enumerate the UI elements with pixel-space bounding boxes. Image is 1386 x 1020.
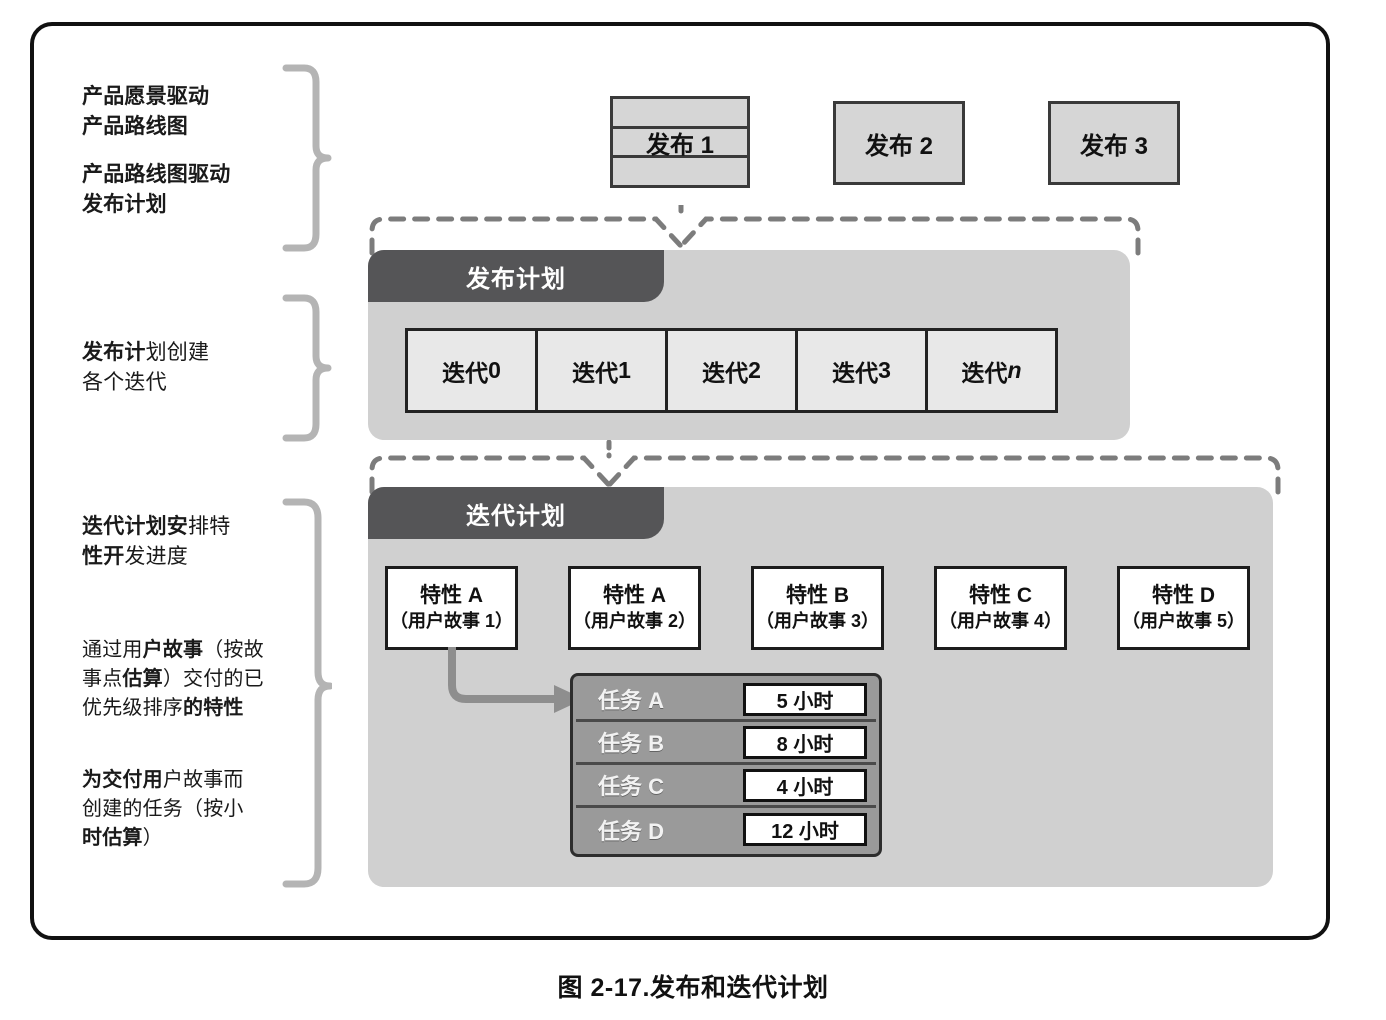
annotation-iteration-rest2: 发进度 <box>124 545 189 568</box>
iteration-cell-n-prefix: 迭代 <box>961 359 1008 386</box>
release-box-2[interactable]: 发布 2 <box>833 101 965 185</box>
annotation-vision-line1: 产品愿景驱动 <box>82 85 210 108</box>
task-row-name: 任务 B <box>598 731 665 756</box>
feature-box-3[interactable]: 特性 B （用户故事 3） <box>751 566 884 650</box>
release-box-1-bottom-segment <box>613 158 747 185</box>
feature-box-1[interactable]: 特性 A （用户故事 1） <box>385 566 518 650</box>
release-box-3[interactable]: 发布 3 <box>1048 101 1180 185</box>
feature-box-1-title: 特性 A <box>420 584 483 607</box>
annotation-user-story-r2b: ）交付的已 <box>162 668 264 690</box>
annotation-user-story-r2a: 事点 <box>82 668 123 690</box>
annotation-iteration-bold1: 迭代计划安 <box>82 515 188 538</box>
annotation-tasks-b1: 为交付用 <box>82 769 163 791</box>
dashed-connector-release-to-release-plan <box>369 205 1141 256</box>
figure-caption: 图 2-17.发布和迭代计划 <box>557 974 829 1002</box>
task-row[interactable]: 任务 A 5 小时 <box>576 679 876 722</box>
iteration-cell-3-value: 3 <box>878 357 891 383</box>
annotation-vision: 产品愿景驱动 产品路线图 <box>82 82 292 142</box>
feature-box-3-story: （用户故事 3） <box>755 611 879 631</box>
annotation-tasks-r3: ） <box>142 827 163 849</box>
annotation-tasks-for-user-stories: 为交付用户故事而 创建的任务（按小 时估算） <box>82 766 294 853</box>
annotation-user-story-b1: 户故事 <box>142 639 204 661</box>
annotation-user-story-b3: 的特性 <box>183 697 244 719</box>
iteration-cell-3[interactable]: 迭代 3 <box>795 328 928 413</box>
task-row[interactable]: 任务 D 12 小时 <box>576 808 876 851</box>
feature-box-5[interactable]: 特性 D （用户故事 5） <box>1117 566 1250 650</box>
task-row-name: 任务 D <box>598 818 665 844</box>
task-row[interactable]: 任务 C 4 小时 <box>576 765 876 808</box>
feature-box-4-title: 特性 C <box>969 584 1032 607</box>
annotation-release-create-rest2: 各个迭代 <box>82 371 167 394</box>
dashed-connector-iteration-to-iteration-plan <box>369 440 1281 495</box>
iteration-cell-3-prefix: 迭代 <box>832 359 879 386</box>
annotation-release-creates-iterations: 发布计划创建 各个迭代 <box>82 338 282 398</box>
brace-top <box>282 64 332 252</box>
annotation-vision-line2: 产品路线图 <box>82 115 188 138</box>
release-box-1-label: 发布 1 <box>613 126 747 159</box>
task-row-hours: 12 小时 <box>743 813 867 846</box>
task-row-hours: 5 小时 <box>743 682 867 716</box>
iteration-cell-1[interactable]: 迭代 1 <box>535 328 668 413</box>
release-box-1[interactable]: 发布 1 <box>610 96 750 188</box>
feature-box-4-story: （用户故事 4） <box>938 611 1062 631</box>
release-box-1-top-segment <box>613 99 747 126</box>
brace-iteration-plan <box>282 498 332 888</box>
feature-box-5-story: （用户故事 5） <box>1121 611 1245 631</box>
annotation-user-story-r1b: （按故 <box>203 639 264 661</box>
annotation-iteration-bold2: 性开 <box>82 545 125 568</box>
annotation-roadmap-line1: 产品路线图驱动 <box>82 163 231 186</box>
annotation-user-story-features: 通过用户故事（按故 事点估算）交付的已 优先级排序的特性 <box>82 636 294 723</box>
release-plan-panel: 发布计划 迭代 0 迭代 1 迭代 2 迭代 3 迭代 n <box>368 250 1130 440</box>
iteration-cell-1-value: 1 <box>618 357 631 383</box>
task-row-name: 任务 A <box>598 688 665 713</box>
annotation-user-story-r3a: 优先级排序 <box>82 697 183 719</box>
annotation-release-create-rest1: 划创建 <box>145 341 210 364</box>
iteration-cell-n[interactable]: 迭代 n <box>925 328 1058 413</box>
release-plan-tab-label: 发布计划 <box>368 250 664 302</box>
iteration-cell-0-prefix: 迭代 <box>442 359 489 386</box>
annotation-tasks-r1: 户故事而 <box>162 769 244 791</box>
task-list: 任务 A 5 小时 任务 B 8 小时 任务 C 4 小时 任务 D 12 小时 <box>570 673 882 857</box>
task-row-hours: 8 小时 <box>743 725 867 759</box>
iteration-cell-2-prefix: 迭代 <box>702 359 749 386</box>
task-row-hours: 4 小时 <box>743 768 867 802</box>
task-row-name: 任务 C <box>598 774 665 799</box>
annotation-roadmap-line2: 发布计划 <box>82 193 167 216</box>
iteration-cell-1-prefix: 迭代 <box>572 359 619 386</box>
brace-release-plan <box>282 294 332 442</box>
annotation-iteration-schedules-features: 迭代计划安排特 性开发进度 <box>82 512 287 572</box>
elbow-arrow-feature-to-tasks <box>448 647 584 713</box>
feature-box-3-title: 特性 B <box>786 584 849 607</box>
iteration-cell-2[interactable]: 迭代 2 <box>665 328 798 413</box>
feature-box-4[interactable]: 特性 C （用户故事 4） <box>934 566 1067 650</box>
iteration-cell-2-value: 2 <box>748 357 761 383</box>
feature-box-2-title: 特性 A <box>603 584 666 607</box>
iteration-cell-0[interactable]: 迭代 0 <box>405 328 538 413</box>
feature-box-2-story: （用户故事 2） <box>572 611 696 631</box>
feature-box-2[interactable]: 特性 A （用户故事 2） <box>568 566 701 650</box>
annotation-user-story-r1a: 通过用 <box>82 639 143 661</box>
iteration-plan-panel: 迭代计划 特性 A （用户故事 1） 特性 A （用户故事 2） 特性 B （用… <box>368 487 1273 887</box>
annotation-tasks-r2: 创建的任务（按小 <box>82 798 244 820</box>
annotation-iteration-rest1: 排特 <box>188 515 231 538</box>
annotation-release-create-bold: 发布计 <box>82 341 146 364</box>
iteration-cell-0-value: 0 <box>488 357 501 383</box>
iteration-cell-n-value: n <box>1007 357 1022 383</box>
feature-box-5-title: 特性 D <box>1152 584 1215 607</box>
annotation-user-story-b2: 估算 <box>122 668 163 690</box>
iteration-cells-row: 迭代 0 迭代 1 迭代 2 迭代 3 迭代 n <box>405 328 1058 413</box>
iteration-plan-tab-label: 迭代计划 <box>368 487 664 539</box>
annotation-tasks-b2: 时估算 <box>82 827 143 849</box>
feature-box-1-story: （用户故事 1） <box>389 611 513 631</box>
task-row[interactable]: 任务 B 8 小时 <box>576 722 876 765</box>
annotation-roadmap: 产品路线图驱动 发布计划 <box>82 160 297 220</box>
